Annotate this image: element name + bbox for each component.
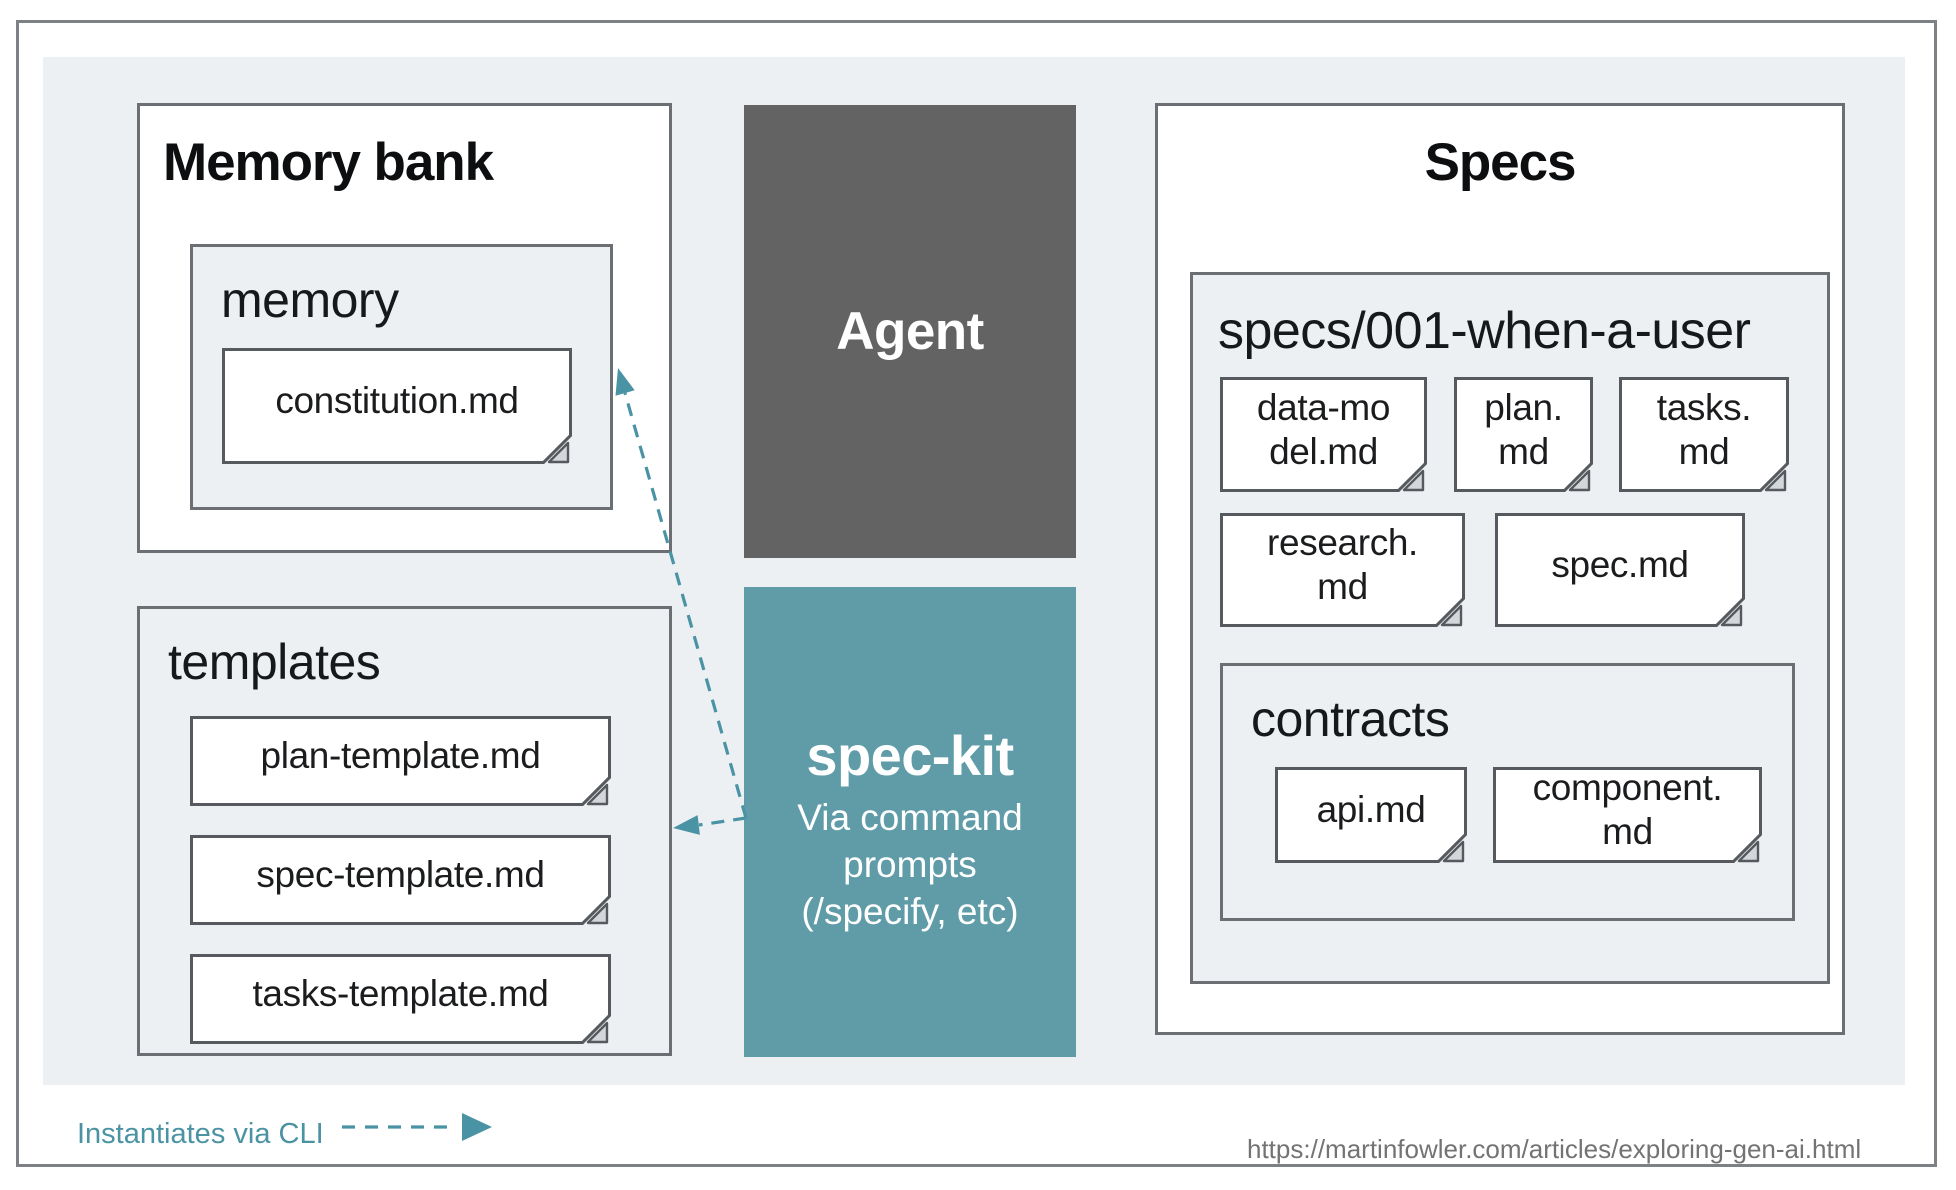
- file-label: research. md: [1267, 522, 1418, 607]
- file-label: tasks-template.md: [252, 973, 549, 1014]
- cli-caption: Instantiates via CLI: [77, 1118, 324, 1150]
- file-card-data-model: data-mo del.md: [1220, 377, 1427, 492]
- agent-box: Agent: [744, 105, 1076, 558]
- file-card-component: component. md: [1493, 767, 1762, 863]
- page-fold-icon: [542, 434, 572, 464]
- page-fold-icon: [1759, 462, 1789, 492]
- file-card-spec: spec.md: [1495, 513, 1745, 627]
- file-card-constitution: constitution.md: [222, 348, 572, 464]
- file-label: constitution.md: [275, 380, 519, 421]
- file-card-tasks-template: tasks-template.md: [190, 954, 611, 1044]
- page-fold-icon: [1397, 462, 1427, 492]
- page-fold-icon: [581, 1014, 611, 1044]
- file-card-plan: plan. md: [1454, 377, 1593, 492]
- page-fold-icon: [581, 776, 611, 806]
- spec-kit-subtitle: Via command prompts (/specify, etc): [797, 797, 1023, 932]
- file-label: data-mo del.md: [1256, 386, 1391, 472]
- file-label: plan. md: [1484, 386, 1563, 472]
- page-fold-icon: [1563, 462, 1593, 492]
- file-label: tasks. md: [1656, 386, 1752, 472]
- contracts-folder-label: contracts: [1251, 691, 1450, 747]
- specs-001-label: specs/001-when-a-user: [1218, 302, 1751, 360]
- page-fold-icon: [581, 895, 611, 925]
- page-fold-icon: [1715, 597, 1745, 627]
- file-card-tasks: tasks. md: [1619, 377, 1789, 492]
- memory-bank-title: Memory bank: [163, 133, 494, 192]
- spec-kit-box: spec-kit Via command prompts (/specify, …: [744, 587, 1076, 1057]
- file-card-research: research. md: [1220, 513, 1465, 627]
- page-fold-icon: [1437, 833, 1467, 863]
- specs-title: Specs: [1424, 133, 1577, 192]
- page-fold-icon: [1435, 597, 1465, 627]
- file-label: plan-template.md: [260, 735, 541, 776]
- file-label: spec.md: [1551, 544, 1689, 585]
- file-label: spec-template.md: [256, 854, 545, 895]
- memory-folder-label: memory: [221, 272, 399, 328]
- spec-kit-title: spec-kit: [806, 724, 1014, 787]
- file-label: component. md: [1532, 767, 1723, 852]
- page-fold-icon: [1732, 833, 1762, 863]
- file-card-spec-template: spec-template.md: [190, 835, 611, 925]
- source-url-caption: https://martinfowler.com/articles/explor…: [1247, 1134, 1862, 1164]
- templates-folder-label: templates: [168, 634, 381, 690]
- file-label: api.md: [1316, 789, 1426, 830]
- agent-label: Agent: [836, 302, 984, 361]
- file-card-plan-template: plan-template.md: [190, 716, 611, 806]
- file-card-api: api.md: [1275, 767, 1467, 863]
